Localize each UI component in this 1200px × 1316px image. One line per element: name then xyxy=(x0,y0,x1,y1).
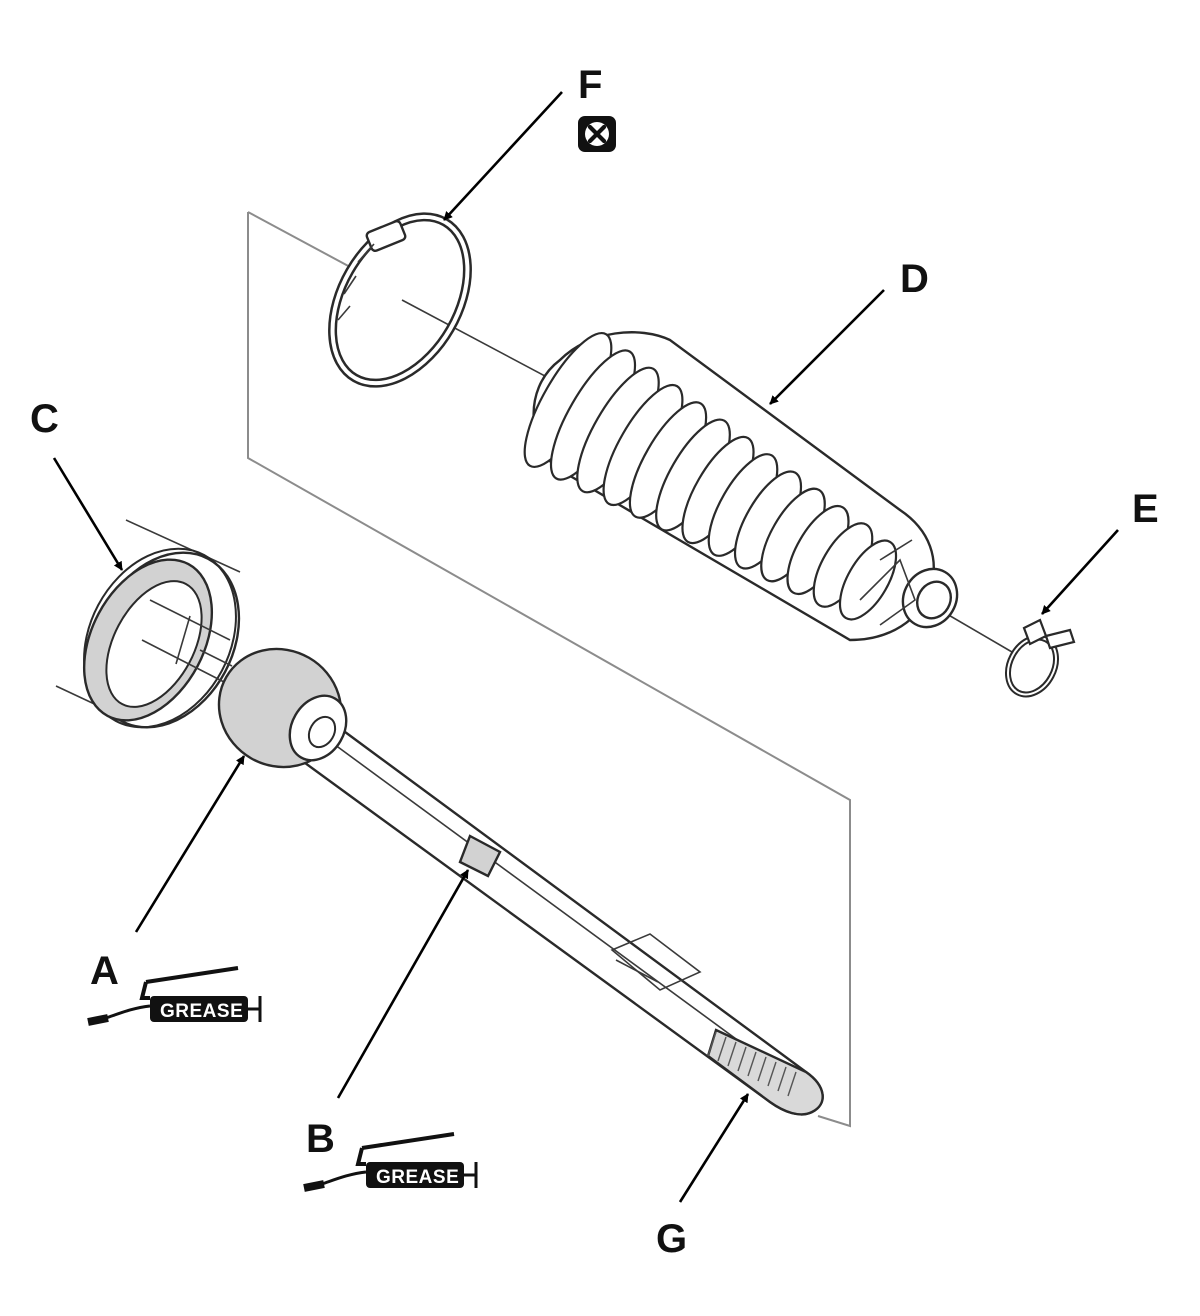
tie-rod-thread xyxy=(706,1028,824,1116)
thread-line xyxy=(747,1051,757,1077)
callout-f: F xyxy=(578,63,602,107)
rod-grease-band xyxy=(458,834,502,878)
leader-e xyxy=(1041,529,1119,615)
leader-g xyxy=(678,1093,750,1203)
boot-rib xyxy=(838,539,898,621)
thread-line xyxy=(787,1071,797,1097)
leader-d xyxy=(769,289,885,405)
thread-line xyxy=(767,1061,777,1087)
leader-c xyxy=(52,457,124,571)
callout-a: A xyxy=(90,949,119,993)
plane-top-edge xyxy=(247,211,353,269)
thread-line xyxy=(717,1036,727,1062)
axis-line-upper xyxy=(401,299,561,385)
small-boot-clamp xyxy=(1005,618,1076,698)
assembly-plane xyxy=(247,212,851,1128)
grease-gun-icon-b: GREASE xyxy=(303,1132,478,1192)
boot-band-clamp xyxy=(328,212,472,388)
steering-boot xyxy=(523,331,959,642)
thread-line xyxy=(757,1056,767,1082)
x-box-icon xyxy=(578,116,616,152)
grease-label-a: GREASE xyxy=(160,1001,243,1022)
thread-line xyxy=(777,1066,787,1092)
ball-joint xyxy=(199,647,348,769)
callout-b: B xyxy=(306,1117,335,1161)
thread-line xyxy=(737,1046,747,1072)
callout-c: C xyxy=(30,397,59,441)
grease-gun-icon-a: GREASE xyxy=(87,966,262,1026)
callout-g: G xyxy=(656,1217,687,1261)
callout-d: D xyxy=(900,257,929,301)
tie-rod xyxy=(288,710,824,1116)
axis-line-lower xyxy=(939,609,1013,653)
leader-f xyxy=(443,91,563,221)
grease-label-b: GREASE xyxy=(376,1167,459,1188)
thread-line xyxy=(727,1041,737,1067)
callout-e: E xyxy=(1132,487,1159,531)
leader-a xyxy=(134,755,246,933)
housing-end-seal xyxy=(82,558,231,722)
thread-line xyxy=(707,1031,717,1057)
leader-b xyxy=(336,869,470,1099)
